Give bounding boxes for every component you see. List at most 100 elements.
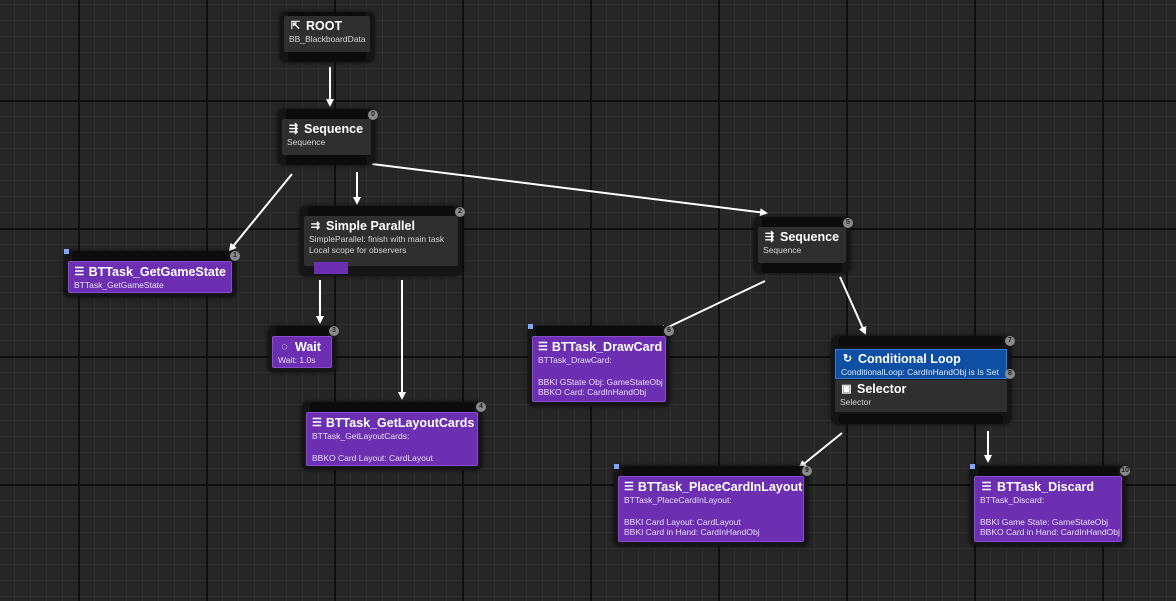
breakpoint-flag-icon: [528, 324, 533, 329]
sequence-input-pin[interactable]: [286, 109, 367, 119]
sequence-body: ⇶ Sequence Sequence: [758, 227, 846, 263]
task-title: BTTask_DrawCard: [551, 340, 663, 354]
task-title: BTTask_GetLayoutCards: [325, 416, 475, 430]
simple-parallel-body: ⇉ Simple Parallel SimpleParallel: finish …: [304, 216, 458, 266]
execution-index-badge: 8: [1005, 369, 1015, 379]
sequence-input-pin[interactable]: [762, 217, 842, 227]
simple-parallel-input-pin[interactable]: [308, 206, 454, 216]
wire-sequence-right-to-loop: [839, 276, 867, 335]
wait-icon: ◌: [281, 341, 288, 353]
task-subtitle: BTTask_GetLayoutCards:: [312, 431, 410, 441]
task-body: ☰ BTTask_Discard BTTask_Discard: BBKI Gam…: [974, 476, 1122, 542]
execution-index-badge: 6: [664, 326, 674, 336]
selector-icon: ▣: [841, 383, 852, 395]
root-title: ROOT: [306, 19, 343, 33]
task-subtitle: BTTask_GetGameState: [74, 280, 164, 290]
task-icon: ☰: [312, 417, 322, 429]
sequence-body: ⇶ Sequence Sequence: [282, 119, 371, 155]
root-output-pin[interactable]: [288, 52, 366, 62]
task-blackboard-key-2: BBKO Card: CardInHandObj: [538, 387, 647, 397]
task-blackboard-key-1: BBKI GState Obj: GameStateObj: [538, 376, 663, 387]
task-icon: ☰: [74, 266, 85, 278]
main-task-pin[interactable]: [314, 262, 348, 274]
task-discard-node[interactable]: ☰ BTTask_Discard BTTask_Discard: BBKI Gam…: [970, 464, 1130, 546]
simple-parallel-node[interactable]: ⇉ Simple Parallel SimpleParallel: finish …: [300, 206, 465, 276]
breakpoint-flag-icon: [64, 249, 69, 254]
execution-index-badge: 9: [802, 466, 812, 476]
sequence-node-right[interactable]: ⇶ Sequence Sequence 5: [754, 217, 853, 273]
task-subtitle: BTTask_Discard:: [980, 495, 1045, 505]
task-input-pin[interactable]: [978, 466, 1118, 476]
root-icon: ⇱: [290, 20, 301, 32]
sequence-output-pin[interactable]: [762, 263, 842, 273]
execution-index-badge: 7: [1005, 336, 1015, 346]
decorator-subtitle: ConditionalLoop: CardInHandObj is Is Set: [841, 367, 999, 377]
selector-output-pin[interactable]: [839, 414, 1003, 424]
selector-body: ▣ Selector Selector: [835, 380, 1007, 412]
task-title: Wait: [295, 340, 321, 354]
task-get-game-state-node[interactable]: ☰BTTask_GetGameState BTTask_GetGameState…: [64, 249, 240, 297]
task-title: BTTask_Discard: [997, 480, 1095, 494]
task-body: ☰BTTask_GetLayoutCards BTTask_GetLayoutC…: [306, 412, 478, 466]
task-input-pin[interactable]: [72, 251, 228, 261]
simple-parallel-icon: ⇉: [310, 220, 321, 232]
simple-parallel-line-1: SimpleParallel: finish with main task: [309, 234, 445, 244]
breakpoint-flag-icon: [970, 464, 975, 469]
execution-index-badge: 5: [843, 218, 853, 228]
sequence-icon: ⇶: [288, 123, 299, 135]
task-get-layout-cards-node[interactable]: ☰BTTask_GetLayoutCards BTTask_GetLayoutC…: [302, 402, 486, 470]
task-blackboard-key-2: BBKO Card in Hand: CardInHandObj: [980, 527, 1120, 537]
task-title: BTTask_PlaceCardInLayout: [637, 480, 803, 494]
task-input-pin[interactable]: [310, 402, 474, 412]
sequence-title: Sequence: [304, 122, 364, 136]
task-body: ☰BTTask_DrawCard BTTask_DrawCard: BBKI G…: [532, 336, 666, 402]
selector-input-pin[interactable]: [839, 336, 1003, 346]
task-body: ☰BTTask_PlaceCardInLayout BTTask_PlaceCa…: [618, 476, 804, 542]
selector-node[interactable]: ↻ Conditional Loop ConditionalLoop: CardI…: [831, 336, 1015, 424]
simple-parallel-line-2: Local scope for observers: [309, 244, 407, 255]
task-subtitle: BTTask_DrawCard:: [538, 355, 612, 365]
loop-icon: ↻: [842, 353, 853, 365]
conditional-loop-decorator[interactable]: ↻ Conditional Loop ConditionalLoop: CardI…: [835, 349, 1007, 379]
task-blackboard-key-1: BBKI Card Layout: CardLayout: [624, 516, 741, 527]
decorator-title: Conditional Loop: [858, 352, 961, 366]
task-blackboard-key-2: BBKI Card in Hand: CardInHandObj: [624, 527, 760, 537]
breakpoint-flag-icon: [614, 464, 619, 469]
task-input-pin[interactable]: [536, 326, 662, 336]
execution-index-badge: 1: [230, 251, 240, 261]
execution-index-badge: 4: [476, 402, 486, 412]
task-input-pin[interactable]: [276, 326, 328, 336]
sequence-title: Sequence: [780, 230, 840, 244]
selector-subtitle: Selector: [840, 397, 872, 407]
task-blackboard-key: BBKO Card Layout: CardLayout: [312, 452, 433, 463]
root-subtitle: BB_BlackboardData: [289, 34, 366, 44]
wire-selector-to-placecard: [798, 432, 843, 469]
task-draw-card-node[interactable]: ☰BTTask_DrawCard BTTask_DrawCard: BBKI G…: [528, 324, 674, 406]
simple-parallel-title: Simple Parallel: [326, 219, 415, 233]
execution-index-badge: 0: [368, 110, 378, 120]
sequence-icon: ⇶: [764, 231, 775, 243]
task-input-pin[interactable]: [622, 466, 800, 476]
task-subtitle: BTTask_PlaceCardInLayout:: [624, 495, 732, 505]
task-title: BTTask_GetGameState: [88, 265, 226, 279]
task-subtitle: Wait: 1.0s: [278, 355, 316, 365]
root-body: ⇱ ROOT BB_BlackboardData: [284, 16, 370, 52]
task-icon: ☰: [624, 481, 634, 493]
task-icon: ☰: [538, 341, 548, 353]
task-body: ☰BTTask_GetGameState BTTask_GetGameState: [68, 261, 232, 293]
task-blackboard-key-1: BBKI Game State: GameStateObj: [980, 516, 1109, 527]
sequence-subtitle: Sequence: [763, 245, 802, 255]
task-place-card-in-layout-node[interactable]: ☰BTTask_PlaceCardInLayout BTTask_PlaceCa…: [614, 464, 812, 546]
sequence-subtitle: Sequence: [287, 137, 326, 147]
execution-index-badge: 10: [1120, 466, 1130, 476]
sequence-output-pin[interactable]: [286, 155, 367, 165]
sequence-node-main[interactable]: ⇶ Sequence Sequence 0: [278, 109, 378, 165]
wire-sequence-right-to-drawcard: [658, 280, 766, 333]
selector-title: Selector: [857, 382, 907, 396]
task-icon: ☰: [981, 481, 992, 493]
root-node[interactable]: ⇱ ROOT BB_BlackboardData: [280, 12, 374, 62]
execution-index-badge: 2: [455, 207, 465, 217]
execution-index-badge: 3: [329, 326, 339, 336]
wire-sequence-to-getgamestate: [228, 173, 293, 252]
task-wait-node[interactable]: ◌ Wait Wait: 1.0s 3: [268, 326, 339, 372]
